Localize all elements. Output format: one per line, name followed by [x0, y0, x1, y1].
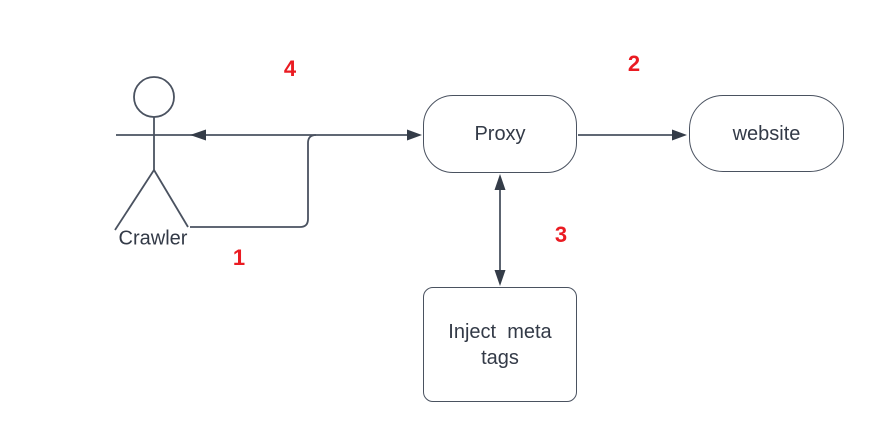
- actor-head: [133, 76, 175, 118]
- node-proxy-label: Proxy: [474, 123, 526, 145]
- arrowhead-down-to-inject: [494, 270, 506, 286]
- crawler-actor-figure: [114, 76, 189, 231]
- actor-right-leg: [153, 169, 189, 228]
- node-inject-meta-tags-label: Inject meta tags: [448, 320, 552, 369]
- step-3-label: 3: [554, 222, 568, 247]
- arrowhead-up-to-proxy: [494, 174, 506, 190]
- actor-left-leg: [114, 169, 155, 231]
- arrowhead-to-proxy: [407, 129, 422, 141]
- arrowhead-to-crawler: [190, 129, 206, 141]
- step-4-label: 4: [283, 56, 297, 81]
- step-2-label: 2: [627, 51, 641, 76]
- crawler-to-proxy-bent-path: [190, 134, 317, 228]
- node-website: website: [689, 95, 844, 172]
- node-inject-meta-tags: Inject meta tags: [423, 287, 577, 402]
- actor-label: Crawler: [118, 227, 188, 250]
- arrowhead-to-website: [672, 129, 687, 141]
- step-1-label: 1: [232, 245, 246, 270]
- node-website-label: website: [732, 122, 801, 145]
- node-proxy: Proxy: [423, 95, 577, 173]
